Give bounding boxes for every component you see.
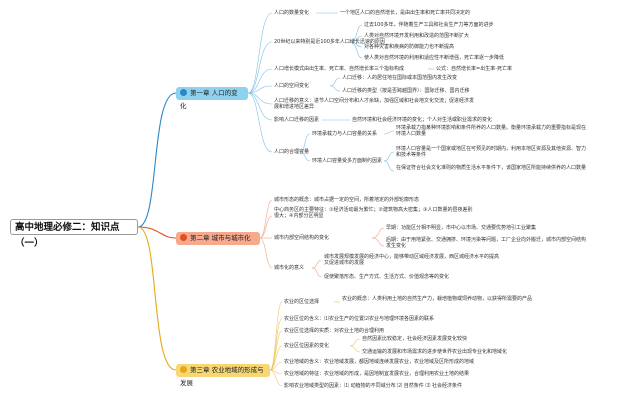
chapter-2-node[interactable]: 第二章 城市与城市化 <box>176 232 260 245</box>
ch1-l2d[interactable]: 使人类对自然环境的利用和适应性不断增强，死亡率逐一步降低 <box>364 55 505 61</box>
link-ch1-l3 <box>247 68 273 94</box>
chapter-3-node[interactable]: 第三章 农业地域的形成与发展 <box>176 364 270 387</box>
link-root-ch3 <box>137 226 177 371</box>
ch1-l7a1[interactable]: 环境承载力指某种环境影响和条件所养的人口数量。衡量环境承载力的重要指标是现在环境… <box>396 125 587 137</box>
link-root-ch1 <box>137 92 177 228</box>
ch3-l3[interactable]: 农业区位选择的实质：对农业土地的合理利用 <box>284 328 385 334</box>
ch3-l4b[interactable]: 交通运输的发展和市场需求的进步使世界农业出现专业化和地域化 <box>362 349 508 355</box>
ch1-l4a[interactable]: 人口迁移：人的居住地在国际或本国范围内发生改变 <box>342 75 458 81</box>
ch2-l4b[interactable]: 促使聚落形态、生产方式、生活方式、价值观念等的变化 <box>324 274 450 280</box>
ch1-l7b[interactable]: 环境人口容量是一个国家或地区在可预见的时期内，利用本地区资源及其他资源、智力和技… <box>396 146 587 158</box>
ch3-l4a[interactable]: 自然因素比较稳定，社会经济因素发展变化较快 <box>362 336 468 342</box>
chapter-3-title: 第三章 农业地域的形成与发展 <box>180 366 264 387</box>
ch1-l4b[interactable]: 人口迁移的类型（按是否跨越国界）：国际迁移、国内迁移 <box>342 88 470 94</box>
ch1-l3a[interactable]: 公式：自然增长率=出生率-死亡率 <box>436 66 512 72</box>
ch1-l2b[interactable]: 人类对自然环境开发利用和改造的范围不断扩大 <box>364 33 470 39</box>
ch2-l2[interactable]: 中心商务区的主要特征：①经济活动最为繁忙；②建筑物高大密集；③人口数量的昼夜差别… <box>274 207 473 219</box>
ch1-l7[interactable]: 人口的合理容量 <box>274 149 310 155</box>
ch1-l6[interactable]: 影响人口迁移的因素 <box>274 117 320 123</box>
ch3-l2[interactable]: 农业区位的含义：⑴农业生产的位置⑵农业与地理环境各因素的联系 <box>284 316 435 322</box>
ch3-l7[interactable]: 影响农业地域类型的因素：⑴ 动植物的不同域分布 ⑵ 自然条件 ⑶ 社会经济条件 <box>284 383 462 389</box>
ch1-l4[interactable]: 人口的空间变化 <box>274 83 310 89</box>
ch3-l1a[interactable]: 农业的概念：人类利用土地的自然生产力，栽培植物或饲养动物，以获得所需要的产品 <box>342 296 533 302</box>
ch1-l7c[interactable]: 环境人口容量受多方面制约因素 <box>312 158 383 164</box>
ch2-l4[interactable]: 城市化的意义 <box>274 265 305 271</box>
link-ch1-l2 <box>247 41 273 94</box>
ch1-l5[interactable]: 人口迁移的意义：进节人口空间分布和人才余缺，加强区域和社会地文化交流；促进经济发… <box>274 98 475 110</box>
ch1-l3[interactable]: 人口增长模式由出生率、死亡率、自然增长率三个指标构成 <box>274 66 405 72</box>
ch1-l2c[interactable]: 对各种灾害和疾病的防御能力也不断提高 <box>364 44 455 50</box>
link-ch1-l6 <box>247 92 273 121</box>
chapter-2-icon <box>180 234 187 241</box>
ch3-l6[interactable]: 农业地域的特征：农业地域的形成，是因地制宜发展农业，合理利用农业土地的结果 <box>284 371 470 377</box>
ch1-l7b1[interactable]: 在保证符合社会文化准则的物质生活水平条件下，该国家地区所能持续供养的人口数量 <box>396 165 587 171</box>
ch1-l7a[interactable]: 环境承载力与人口容量的关系 <box>312 131 378 137</box>
link-ch1-l4 <box>247 85 273 94</box>
ch2-l1[interactable]: 城市形态的概念：城市占据一定的空间，所着地定的外部轮廓形态 <box>274 197 420 203</box>
ch1-l1a[interactable]: 一个地区人口的自然增长，是由出生率和死亡率共同决定的 <box>340 10 471 16</box>
link-root-ch2 <box>137 226 177 239</box>
chapter-2-title: 第二章 城市与城市化 <box>190 234 251 242</box>
chapter-3-icon <box>180 366 187 373</box>
link-ch1-l7 <box>247 92 273 153</box>
link-ch1-l1 <box>247 12 273 94</box>
root-node[interactable]: 高中地理必修二：知识点（一） <box>10 219 138 249</box>
link-ch1-l5 <box>247 92 273 105</box>
ch3-l4[interactable]: 农业区位因素的变化 <box>284 343 330 349</box>
chapter-1-title: 第一章 人口的变化 <box>180 89 238 110</box>
chapter-1-icon <box>180 89 187 96</box>
ch1-l2[interactable]: 20世纪以来特别是近100多年人口增长迅速的原因 <box>274 39 385 45</box>
ch1-l6a[interactable]: 自然环境和社会经济环境的变化；个人对生活或职业需求的变化 <box>352 117 493 123</box>
ch2-l3a[interactable]: 早期：功能区分相不明显，市中心以市场、交通要优势地引工业聚集 <box>386 225 537 231</box>
ch2-l3[interactable]: 城市内部空间结构的变化 <box>274 235 330 241</box>
chapter-1-node[interactable]: 第一章 人口的变化 <box>176 87 248 110</box>
ch3-l5[interactable]: 农业地域的含义：农业地域发展，都因地域连续发展农业，农业地域及区所形成的地域 <box>284 359 475 365</box>
ch2-l4a[interactable]: 城市发展规模发展的经济中心，能够带动区域经济发展，西区城经济水平的提高又促进城市… <box>324 254 500 266</box>
ch1-l2a[interactable]: 过去100多年，伴随着生产工具和社会生产力等方面的进步 <box>364 22 494 28</box>
ch1-l1[interactable]: 人口的数量变化 <box>274 10 310 16</box>
ch2-l3b[interactable]: 后期：由于用地紧张、交通拥挤、环境污染等问题，工厂企业向外搬迁，城市内部空间结构… <box>386 237 587 249</box>
ch3-l1[interactable]: 农业的区位选择 <box>284 299 320 305</box>
